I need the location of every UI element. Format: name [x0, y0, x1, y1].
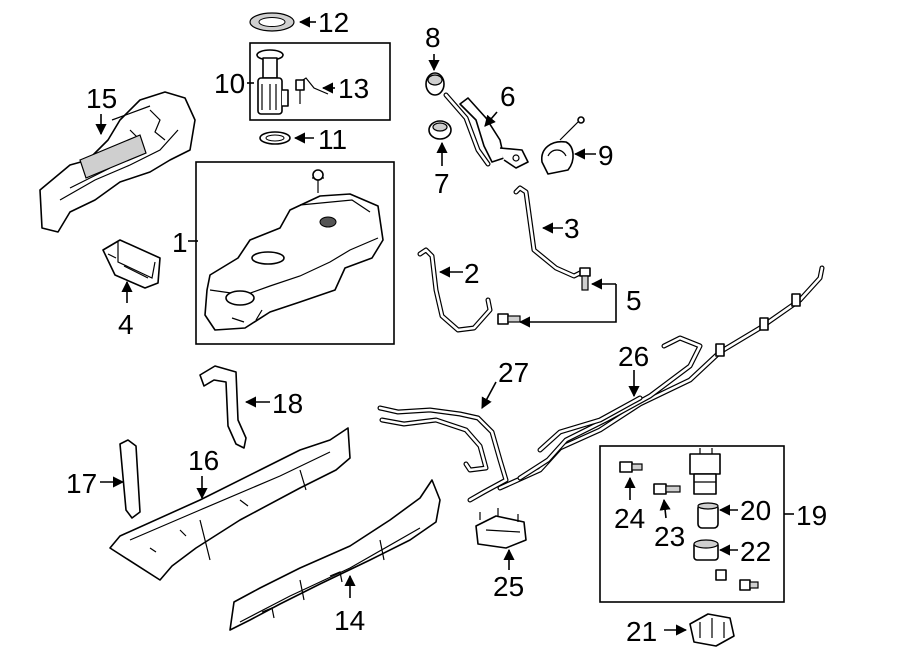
- callout-2: 2: [464, 258, 480, 289]
- fuel-level-sender-part: [295, 77, 329, 104]
- filter-cap-part: [693, 539, 719, 561]
- fuel-line-front-part: [377, 405, 509, 503]
- fuel-filter-housing-part: [689, 448, 721, 495]
- fuel-filter-part: [697, 502, 719, 529]
- callout-6: 6: [500, 81, 516, 112]
- bolt-24-part: [619, 461, 643, 473]
- lock-ring-part: [249, 12, 295, 32]
- filter-bracket-part: [689, 613, 735, 647]
- tank-strap-rear-part: [513, 185, 589, 279]
- fuel-line-rear-part: [497, 265, 825, 491]
- skid-plate-bracket-upper-part: [199, 365, 247, 449]
- fuel-tank-part: [204, 169, 384, 331]
- callout-17: 17: [66, 468, 97, 499]
- callout-11: 11: [318, 124, 347, 155]
- bolt-23-part: [653, 483, 681, 495]
- callout-24: 24: [614, 503, 645, 534]
- callout-13: 13: [338, 73, 369, 104]
- callout-9: 9: [598, 140, 614, 171]
- callout-22: 22: [740, 536, 771, 567]
- callout-19: 19: [796, 500, 827, 531]
- fuel-pump-group-box: [249, 42, 391, 121]
- heat-shield-lower-part: [229, 479, 441, 631]
- callout-26: 26: [618, 341, 649, 372]
- callout-12: 12: [318, 7, 349, 38]
- skid-plate-part: [109, 427, 351, 581]
- fuel-pump-module-part: [256, 49, 289, 115]
- callout-5: 5: [626, 285, 642, 316]
- fuel-filter-group-box: [599, 445, 785, 603]
- fuel-tank-box: [195, 161, 395, 345]
- callout-23: 23: [654, 521, 685, 552]
- callout-20: 20: [740, 495, 771, 526]
- callout-4: 4: [118, 309, 134, 340]
- filter-small-parts: [715, 569, 759, 591]
- callout-7: 7: [434, 168, 450, 199]
- callout-3: 3: [564, 213, 580, 244]
- filler-pipe-part: [443, 92, 529, 169]
- bracket-part: [102, 239, 161, 289]
- callout-18: 18: [272, 388, 303, 419]
- callout-8: 8: [425, 22, 441, 53]
- callout-15: 15: [86, 83, 117, 114]
- callout-16: 16: [188, 445, 219, 476]
- callout-21: 21: [626, 616, 657, 647]
- clamp-part: [428, 120, 452, 140]
- callout-27: 27: [498, 357, 529, 388]
- skid-plate-bracket-lower-part: [119, 439, 141, 519]
- tank-strap-front-part: [417, 247, 493, 333]
- callout-25: 25: [493, 571, 524, 602]
- callout-14: 14: [334, 605, 365, 636]
- callout-10: 10: [214, 68, 245, 99]
- fuel-door-housing-part: [541, 116, 585, 175]
- fuel-cap-part: [425, 72, 445, 96]
- callout-1: 1: [172, 227, 188, 258]
- heat-shield-upper-part: [39, 91, 196, 233]
- vapor-valve-part: [475, 508, 527, 549]
